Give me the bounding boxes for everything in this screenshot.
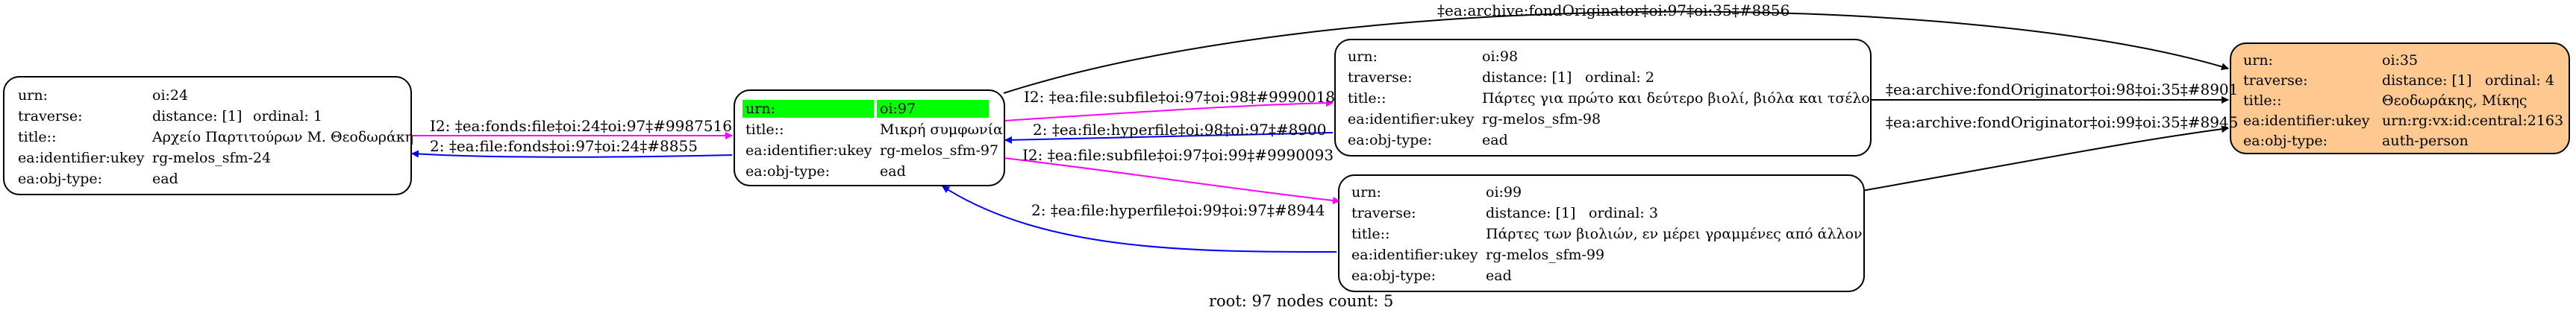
edge-file-fonds bbox=[411, 150, 733, 158]
title-label: title:: bbox=[2243, 92, 2282, 109]
title-label: title:: bbox=[745, 121, 784, 138]
urn-label: urn: bbox=[18, 87, 48, 104]
traverse-label: traverse: bbox=[1351, 205, 1416, 221]
objtype-label: ea:obj-type: bbox=[1348, 132, 1433, 148]
edge-label-hyperfile-98: 2: ‡ea:file:hyperfile‡oi:98‡oi:97‡#8900 bbox=[1033, 121, 1327, 139]
edge-originator-97 bbox=[1003, 10, 2229, 94]
title-value: Θεοδωράκης, Μίκης bbox=[2382, 92, 2527, 109]
title-label: title:: bbox=[18, 129, 57, 145]
traverse-label: traverse: bbox=[18, 108, 83, 124]
ukey-value: rg-melos_sfm-97 bbox=[880, 142, 999, 159]
ordinal-value: ordinal: 1 bbox=[253, 108, 322, 124]
urn-value: oi:35 bbox=[2382, 52, 2419, 69]
distance-value: distance: [1] bbox=[152, 108, 243, 124]
ukey-label: ea:identifier:ukey bbox=[1348, 111, 1475, 127]
edge-label-originator-98: ‡ea:archive:fondOriginator‡oi:98‡oi:35‡#… bbox=[1886, 80, 2239, 98]
edge-subfile-98 bbox=[1003, 99, 1334, 121]
title-value: Πάρτες των βιολιών, εν μέρει γραμμένες α… bbox=[1486, 226, 1863, 242]
urn-label: urn: bbox=[745, 101, 775, 117]
objtype-label: ea:obj-type: bbox=[1351, 268, 1437, 284]
ukey-value: urn:rg:vx:id:central:2163 bbox=[2382, 113, 2564, 129]
ordinal-value: ordinal: 4 bbox=[2485, 72, 2554, 89]
distance-value: distance: [1] bbox=[1482, 69, 1572, 86]
objtype-value: ead bbox=[152, 171, 178, 187]
objtype-value: ead bbox=[1482, 132, 1508, 148]
edge-label-subfile-99: I2: ‡ea:file:subfile‡oi:97‡oi:99‡#999009… bbox=[1022, 146, 1334, 164]
edge-subfile-99 bbox=[1003, 157, 1340, 204]
urn-highlight bbox=[743, 100, 874, 118]
objtype-value: ead bbox=[1486, 268, 1512, 284]
title-value: Μικρή συμφωνία bbox=[880, 121, 1003, 138]
urn-value: oi:98 bbox=[1482, 48, 1519, 65]
edge-label-subfile-98: I2: ‡ea:file:subfile‡oi:97‡oi:98‡#999001… bbox=[1024, 88, 1336, 106]
edge-label-originator-99: ‡ea:archive:fondOriginator‡oi:99‡oi:35‡#… bbox=[1886, 113, 2239, 131]
edge-hyperfile-98 bbox=[1004, 132, 1334, 144]
edge-label-originator-97: ‡ea:archive:fondOriginator‡oi:97‡oi:35‡#… bbox=[1437, 1, 1790, 19]
traverse-label: traverse: bbox=[2243, 72, 2308, 89]
ukey-value: rg-melos_sfm-99 bbox=[1486, 247, 1605, 263]
node-oi99[interactable]: urn: oi:99 traverse: distance: [1] ordin… bbox=[1338, 174, 1865, 292]
objtype-label: ea:obj-type: bbox=[18, 171, 103, 187]
graph-footer: root: 97 nodes count: 5 bbox=[1209, 292, 1394, 310]
objtype-label: ea:obj-type: bbox=[745, 163, 831, 180]
ukey-label: ea:identifier:ukey bbox=[1351, 247, 1478, 263]
node-oi24[interactable]: urn: oi:24 traverse: distance: [1] ordin… bbox=[3, 76, 414, 195]
title-label: title:: bbox=[1348, 90, 1387, 107]
urn-value: oi:24 bbox=[152, 87, 189, 104]
title-value: Πάρτες για πρώτο και δεύτερο βιολί, βιόλ… bbox=[1482, 90, 1870, 107]
ukey-label: ea:identifier:ukey bbox=[2243, 113, 2370, 129]
ukey-value: rg-melos_sfm-98 bbox=[1482, 111, 1601, 127]
urn-value-highlight bbox=[877, 100, 989, 118]
ukey-label: ea:identifier:ukey bbox=[18, 150, 145, 166]
urn-label: urn: bbox=[2243, 52, 2273, 69]
objtype-label: ea:obj-type: bbox=[2243, 133, 2328, 149]
urn-label: urn: bbox=[1348, 48, 1378, 65]
distance-value: distance: [1] bbox=[1486, 205, 1576, 221]
distance-value: distance: [1] bbox=[2382, 72, 2472, 89]
ukey-label: ea:identifier:ukey bbox=[745, 142, 872, 159]
ordinal-value: ordinal: 2 bbox=[1585, 69, 1654, 86]
edge-hyperfile-99 bbox=[942, 186, 1337, 253]
edge-label-file-fonds: 2: ‡ea:file:fonds‡oi:97‡oi:24‡#8855 bbox=[430, 137, 698, 155]
edge-label-fonds-file: I2: ‡ea:fonds:file‡oi:24‡oi:97‡#9987516 bbox=[430, 117, 732, 135]
node-oi35-auth-person[interactable]: urn: oi:35 traverse: distance: [1] ordin… bbox=[2230, 42, 2570, 154]
traverse-label: traverse: bbox=[1348, 69, 1413, 86]
objtype-value: ead bbox=[880, 163, 906, 180]
edge-label-hyperfile-99: 2: ‡ea:file:hyperfile‡oi:99‡oi:97‡#8944 bbox=[1031, 201, 1325, 219]
urn-value: oi:97 bbox=[880, 101, 916, 117]
node-oi98[interactable]: urn: oi:98 traverse: distance: [1] ordin… bbox=[1334, 39, 1872, 157]
title-label: title:: bbox=[1351, 226, 1390, 242]
title-value: Αρχείο Παρτιτούρων Μ. Θεοδωράκη bbox=[152, 129, 414, 145]
urn-label: urn: bbox=[1351, 184, 1381, 200]
node-oi97-root[interactable]: urn: oi:97 title:: Μικρή συμφωνία ea:ide… bbox=[734, 89, 1005, 186]
objtype-value: auth-person bbox=[2382, 133, 2469, 149]
ukey-value: rg-melos_sfm-24 bbox=[152, 150, 272, 166]
edge-originator-99 bbox=[1861, 125, 2229, 192]
ordinal-value: ordinal: 3 bbox=[1589, 205, 1658, 221]
urn-value: oi:99 bbox=[1486, 184, 1522, 200]
